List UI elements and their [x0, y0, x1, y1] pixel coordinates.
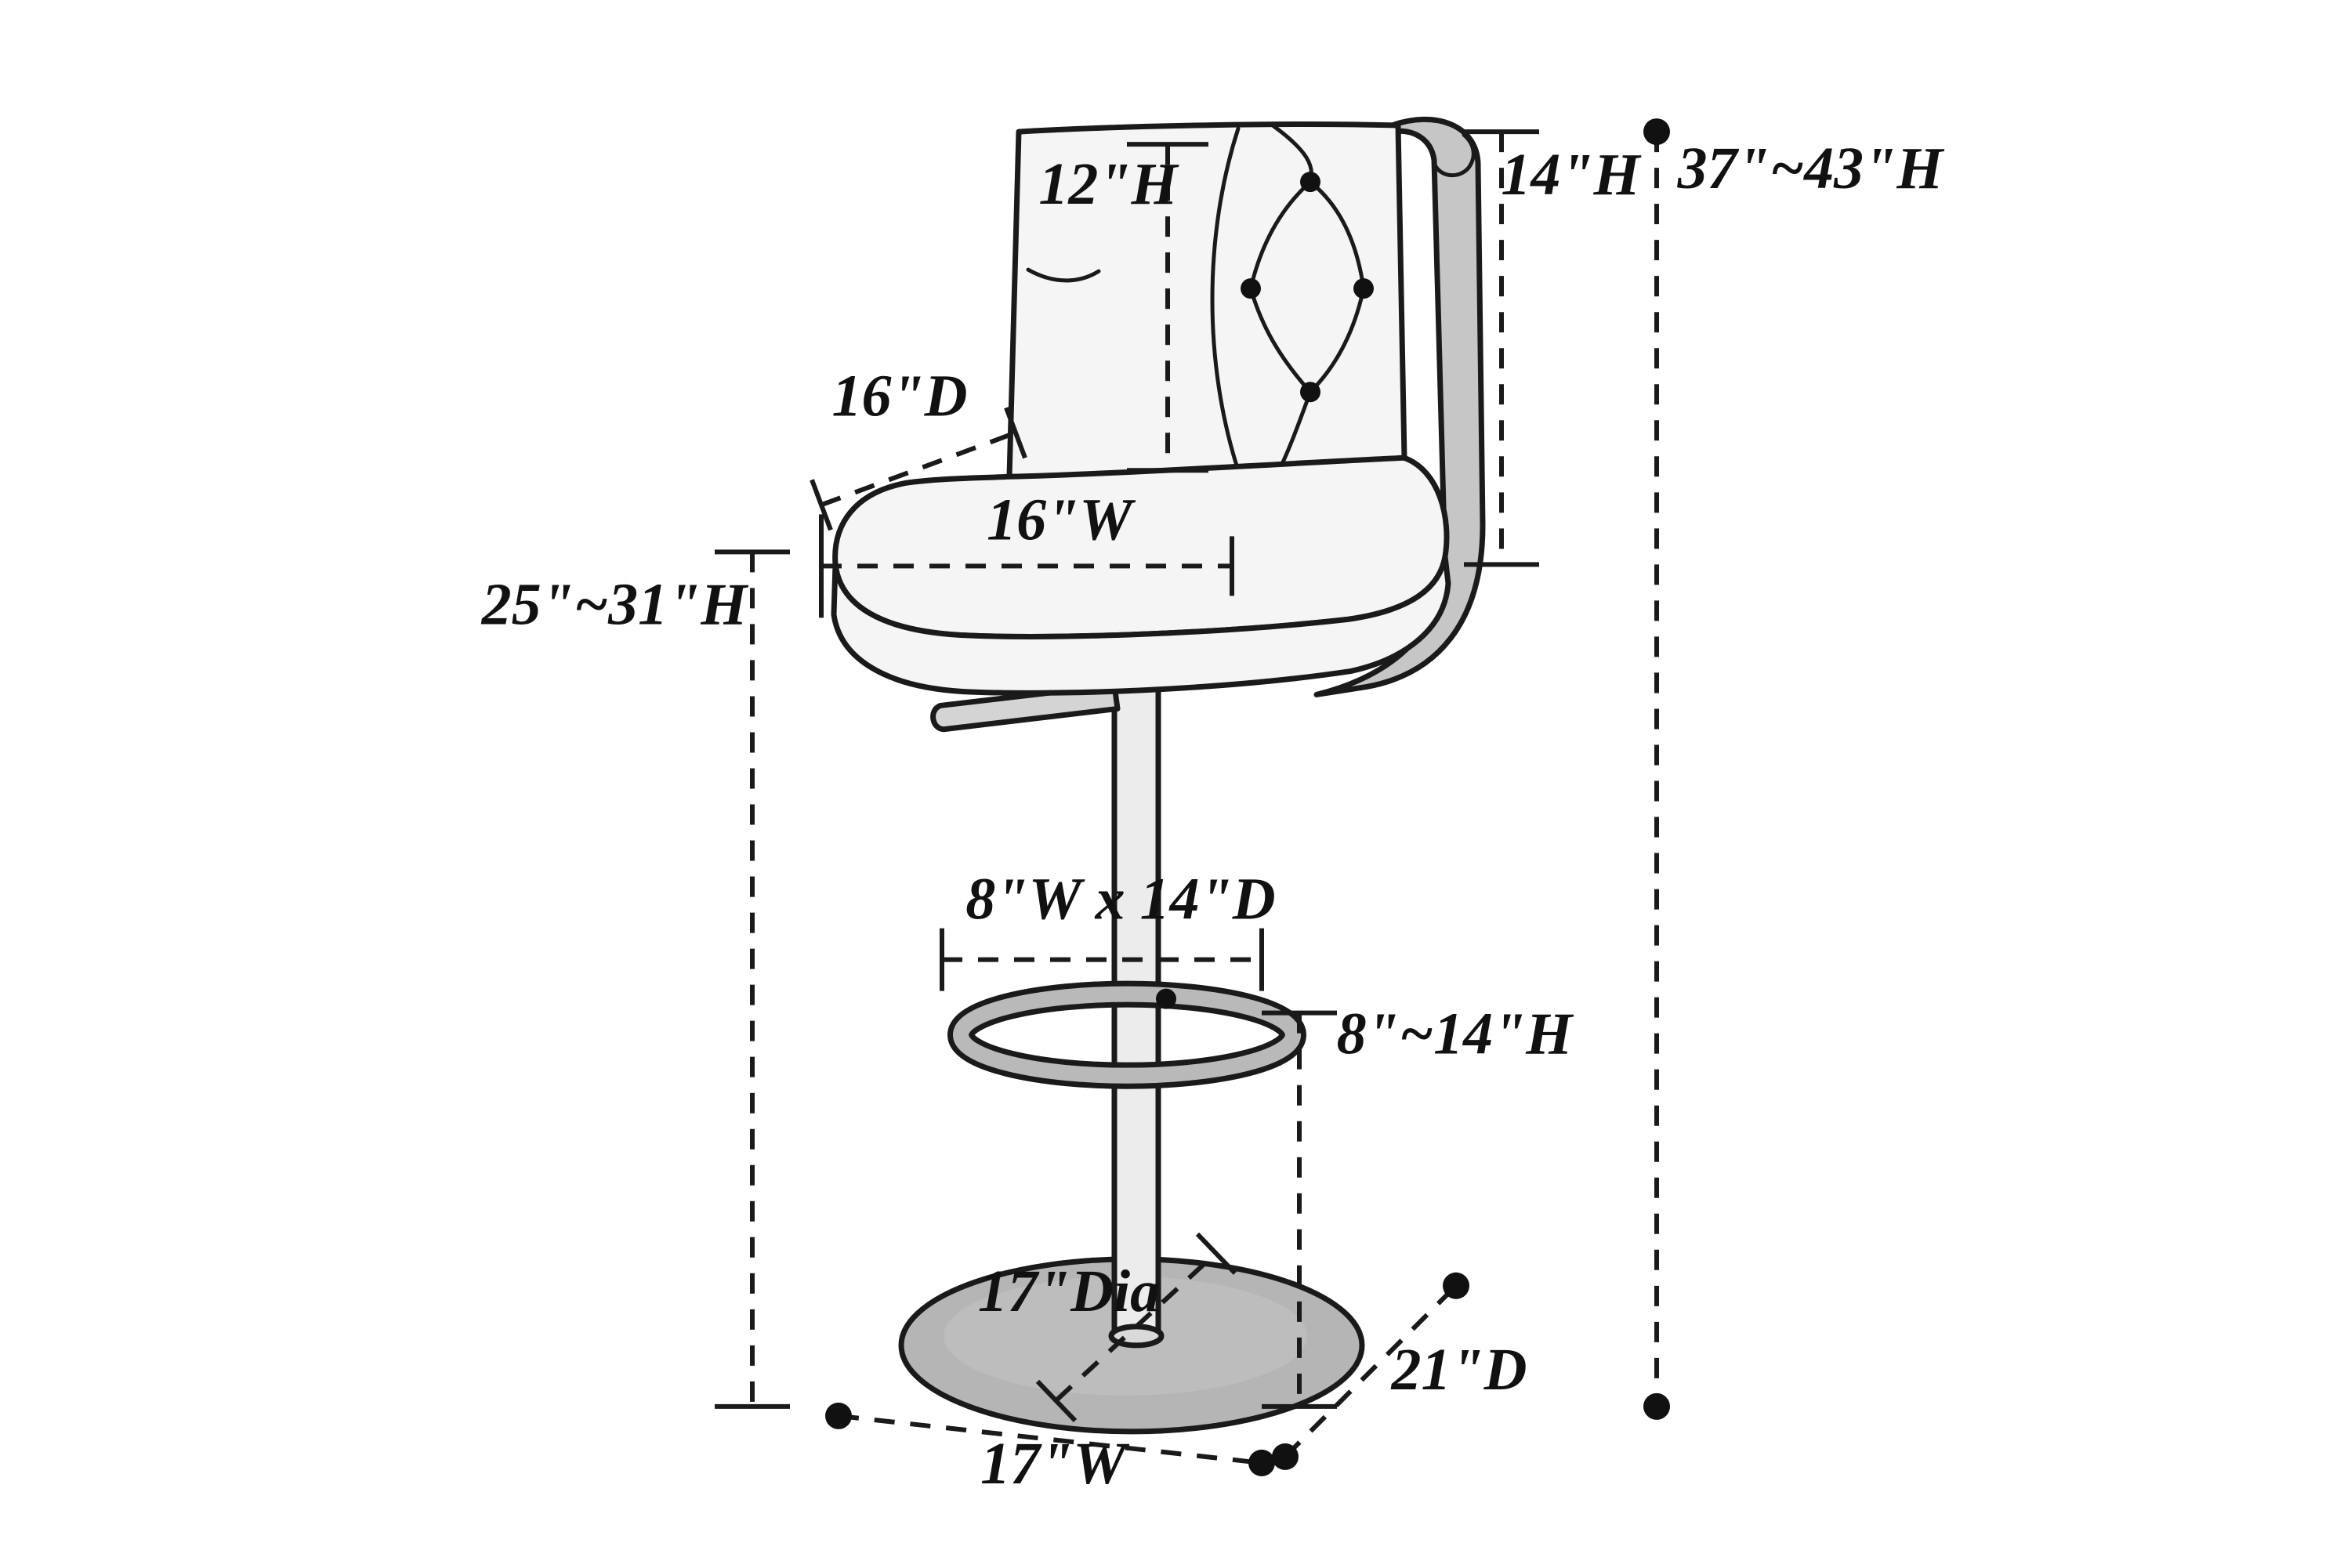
dim-backrest-height [1464, 129, 1539, 567]
dim-overall-height [1643, 118, 1670, 1420]
gas-lift-column [1111, 674, 1161, 1342]
dim-line [1283, 1284, 1458, 1459]
tufting-button [1300, 172, 1320, 193]
dim-endpoint-dot [1643, 1392, 1670, 1420]
dim-cap [1004, 407, 1027, 459]
tufting-seam [1308, 286, 1366, 394]
dim-endpoint-dot [1443, 1272, 1469, 1299]
label-base-width: 17"W [980, 1431, 1130, 1497]
dim-line [1054, 1251, 1219, 1403]
dim-cap [1195, 1232, 1237, 1275]
dim-seat-depth [810, 407, 1027, 531]
label-seat-height: 25"~31"H [481, 571, 750, 637]
tufting-seam [1248, 179, 1313, 291]
label-backrest-height: 14"H [1501, 142, 1642, 208]
label-base-diameter: 17"Dia [978, 1258, 1160, 1324]
label-overall-height: 37"~43"H [1677, 136, 1946, 201]
seat-top [832, 454, 1450, 639]
dim-seat-width [819, 514, 1234, 618]
dimension-annotations [715, 118, 1670, 1476]
tufting-seam [1248, 286, 1313, 394]
label-seat-depth: 16"D [831, 363, 967, 429]
tufting-seam [1308, 179, 1366, 291]
dim-seat-height [715, 549, 790, 1409]
dim-base-width [825, 1402, 1275, 1476]
dim-endpoint-dot [1272, 1443, 1299, 1470]
seat-front-band [831, 553, 1451, 696]
dim-footrest-size [940, 928, 1264, 991]
label-footrest-height: 8"~14"H [1337, 1001, 1575, 1067]
dim-endpoint-dot [1643, 118, 1670, 146]
dim-base-diameter [1035, 1232, 1237, 1422]
bar-stool-illustration [831, 116, 1486, 1435]
label-back-cushion-height: 12"H [1038, 151, 1179, 217]
footrest-ring [953, 986, 1301, 1084]
scroll-spiral-detail [1433, 132, 1476, 178]
dimension-labels: 12"H 14"H 37"~43"H 16"D 16"W 25"~31"H 8"… [481, 136, 1946, 1497]
upholstery-stretch-mark [1026, 267, 1101, 283]
tufting-seam [1210, 126, 1241, 473]
tufting-button [1241, 278, 1261, 299]
tufting-button [1300, 382, 1320, 403]
dim-base-depth [1272, 1272, 1469, 1470]
dim-footrest-height [1262, 1010, 1337, 1409]
dim-cap [1035, 1379, 1078, 1422]
dim-endpoint-dot [1248, 1449, 1275, 1476]
tufting-button [1353, 278, 1374, 299]
label-seat-width: 16"W [987, 487, 1136, 552]
adjustment-lever [930, 682, 1121, 732]
footrest-bolt [1156, 988, 1176, 1009]
dim-back-cushion-height [1127, 142, 1208, 473]
dim-cap [810, 479, 833, 531]
label-base-depth: 21"D [1390, 1337, 1527, 1403]
dim-endpoint-dot [825, 1402, 852, 1429]
label-footrest-size: 8"W x 14"D [965, 867, 1275, 932]
tufting-detail [1026, 123, 1374, 473]
